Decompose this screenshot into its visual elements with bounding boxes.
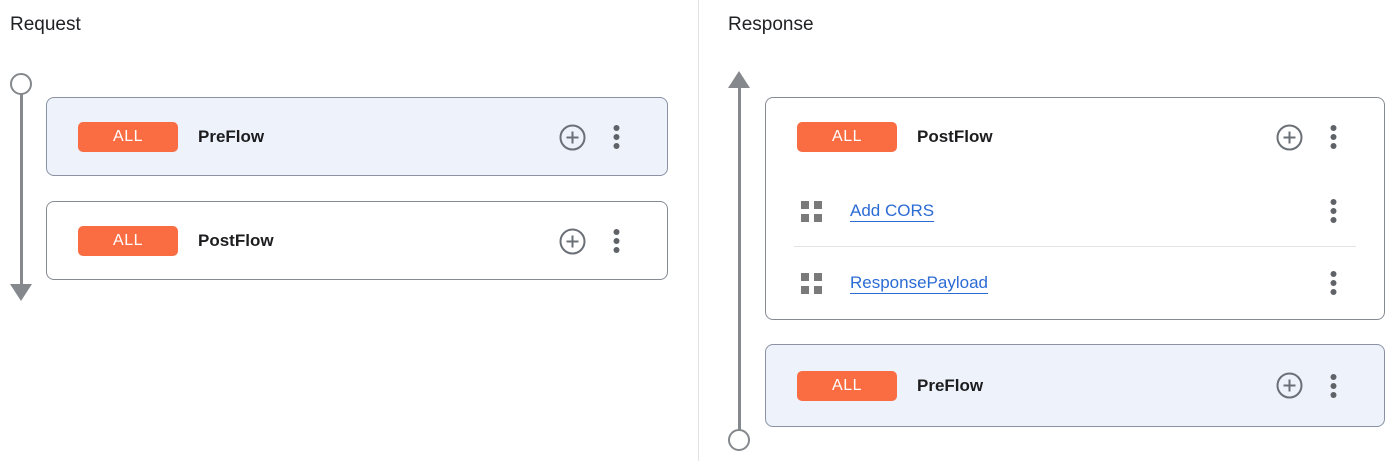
add-policy-button[interactable] [558, 227, 586, 255]
policy-link-add-cors[interactable]: Add CORS [850, 201, 935, 220]
condition-badge: ALL [78, 122, 178, 152]
kebab-menu-icon [613, 125, 619, 149]
plus-circle-icon [559, 124, 585, 150]
kebab-menu-icon [1330, 125, 1336, 149]
condition-badge: ALL [797, 370, 897, 401]
policy-grid-icon [801, 200, 822, 222]
policy-row-divider [794, 246, 1356, 247]
plus-circle-icon [1276, 124, 1302, 150]
kebab-menu-icon [1330, 373, 1336, 398]
flow-card-request-preflow[interactable]: ALL PreFlow [46, 97, 668, 176]
response-panel-title: Response [728, 14, 814, 35]
policy-menu-button[interactable] [1323, 197, 1343, 225]
policy-grid-icon [801, 272, 822, 294]
flow-card-response-postflow[interactable]: ALL PostFlow Add CORS [765, 97, 1385, 320]
panel-divider [698, 0, 699, 461]
timeline-start-circle [10, 73, 32, 95]
policy-link-responsepayload[interactable]: ResponsePayload [850, 273, 988, 292]
flow-menu-button[interactable] [1323, 123, 1343, 151]
timeline-end-circle [728, 429, 750, 451]
flow-label: PostFlow [917, 127, 993, 146]
flow-menu-button[interactable] [606, 123, 626, 151]
condition-badge: ALL [78, 226, 178, 256]
flow-header: ALL PreFlow [47, 98, 667, 176]
flow-card-request-postflow[interactable]: ALL PostFlow [46, 201, 668, 280]
request-panel-title: Request [10, 14, 81, 35]
add-policy-button[interactable] [1275, 123, 1303, 151]
flow-label: PreFlow [917, 375, 984, 395]
policy-menu-button[interactable] [1323, 269, 1343, 297]
kebab-menu-icon [1330, 199, 1336, 223]
condition-badge: ALL [797, 122, 897, 152]
kebab-menu-icon [1330, 271, 1336, 295]
arrow-down-icon [10, 284, 32, 301]
plus-circle-icon [559, 228, 585, 254]
flow-menu-button[interactable] [606, 227, 626, 255]
flow-menu-button[interactable] [1323, 372, 1343, 400]
timeline-line [20, 94, 23, 284]
add-policy-button[interactable] [1275, 372, 1303, 400]
flow-label: PreFlow [198, 127, 265, 146]
plus-circle-icon [1276, 372, 1302, 399]
flow-card-response-preflow[interactable]: ALL PreFlow [765, 344, 1385, 427]
arrow-up-icon [728, 71, 750, 88]
timeline-line [738, 88, 741, 430]
policy-row: ResponsePayload [766, 247, 1384, 319]
flow-header: ALL PostFlow [766, 98, 1384, 176]
add-policy-button[interactable] [558, 123, 586, 151]
flow-header: ALL PostFlow [47, 202, 667, 280]
flow-label: PostFlow [198, 231, 274, 250]
flow-header: ALL PreFlow [766, 345, 1384, 426]
kebab-menu-icon [613, 229, 619, 253]
policy-row: Add CORS [766, 176, 1384, 246]
